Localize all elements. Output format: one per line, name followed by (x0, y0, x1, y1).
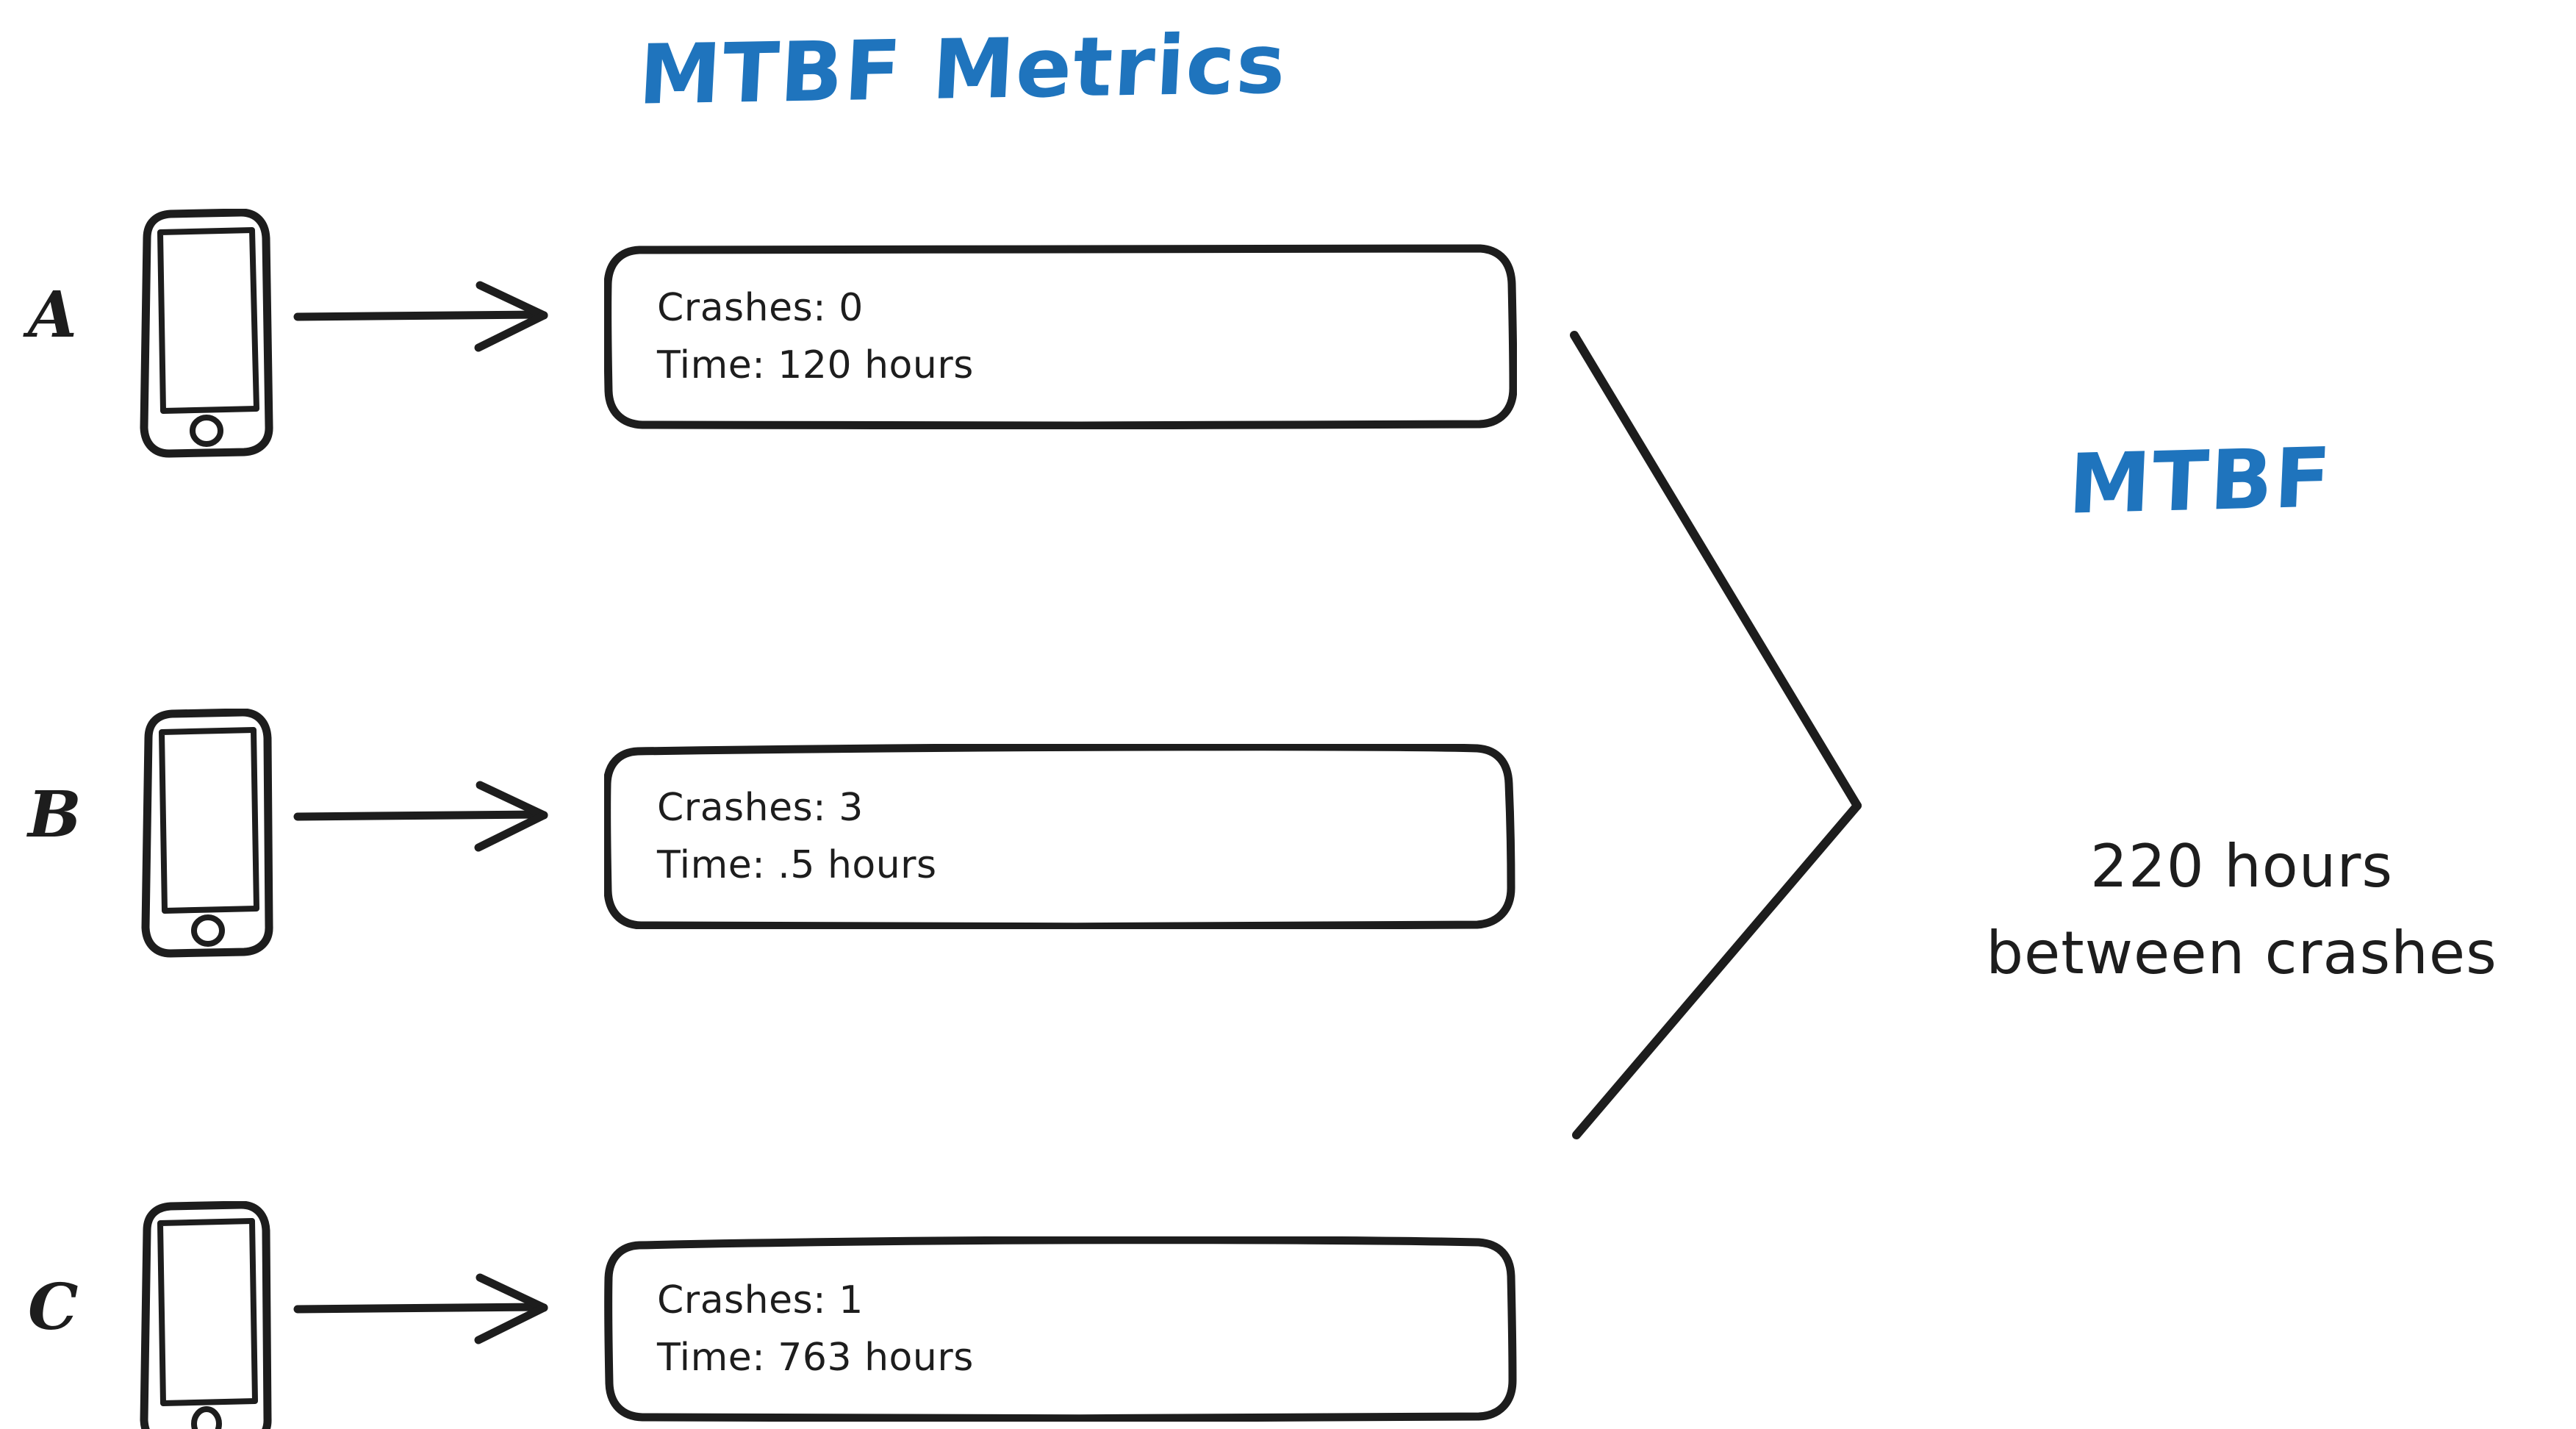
converging-connector (1543, 309, 1911, 1161)
crashes-value: Crashes: 0 (657, 286, 864, 330)
device-row-c: C Crashes: 1 Time: 763 h (0, 1191, 1617, 1429)
time-value: Time: 120 hours (657, 343, 974, 387)
time-value: Time: .5 hours (657, 843, 937, 887)
device-row-b: B Crashes: 3 Time: .5 ho (0, 698, 1617, 958)
metric-box-c: Crashes: 1 Time: 763 hours (604, 1236, 1517, 1423)
box-frame (603, 243, 1518, 430)
arrow-right-icon (290, 768, 570, 867)
metric-text-b: Crashes: 3 Time: .5 hours (657, 779, 1465, 894)
smartphone-icon (132, 1200, 279, 1429)
mtbf-result-text: 220 hours between crashes (1911, 823, 2572, 997)
metric-box-b: Crashes: 3 Time: .5 hours (603, 742, 1517, 931)
device-label-a: A (28, 278, 77, 352)
smartphone-icon (132, 208, 279, 462)
arrow-right-icon (290, 1261, 570, 1359)
device-label-c: C (28, 1270, 79, 1344)
page-title: MTBF Metrics (636, 16, 1290, 123)
device-label-b: B (28, 778, 82, 852)
metric-text-c: Crashes: 1 Time: 763 hours (657, 1272, 1465, 1386)
smartphone-icon (132, 708, 279, 961)
crashes-value: Crashes: 1 (657, 1278, 864, 1322)
mtbf-result-heading: MTBF (2066, 430, 2334, 533)
box-frame (603, 742, 1517, 931)
metric-text-a: Crashes: 0 Time: 120 hours (657, 279, 1465, 394)
mtbf-value-line: 220 hours (2089, 832, 2394, 900)
device-row-a: A Crashes: 0 (0, 198, 1617, 458)
mtbf-description-line: between crashes (1986, 919, 2497, 987)
time-value: Time: 763 hours (657, 1336, 974, 1380)
box-frame (604, 1236, 1517, 1423)
arrow-right-icon (290, 268, 570, 367)
metric-box-a: Crashes: 0 Time: 120 hours (603, 243, 1518, 430)
crashes-value: Crashes: 3 (657, 786, 864, 830)
